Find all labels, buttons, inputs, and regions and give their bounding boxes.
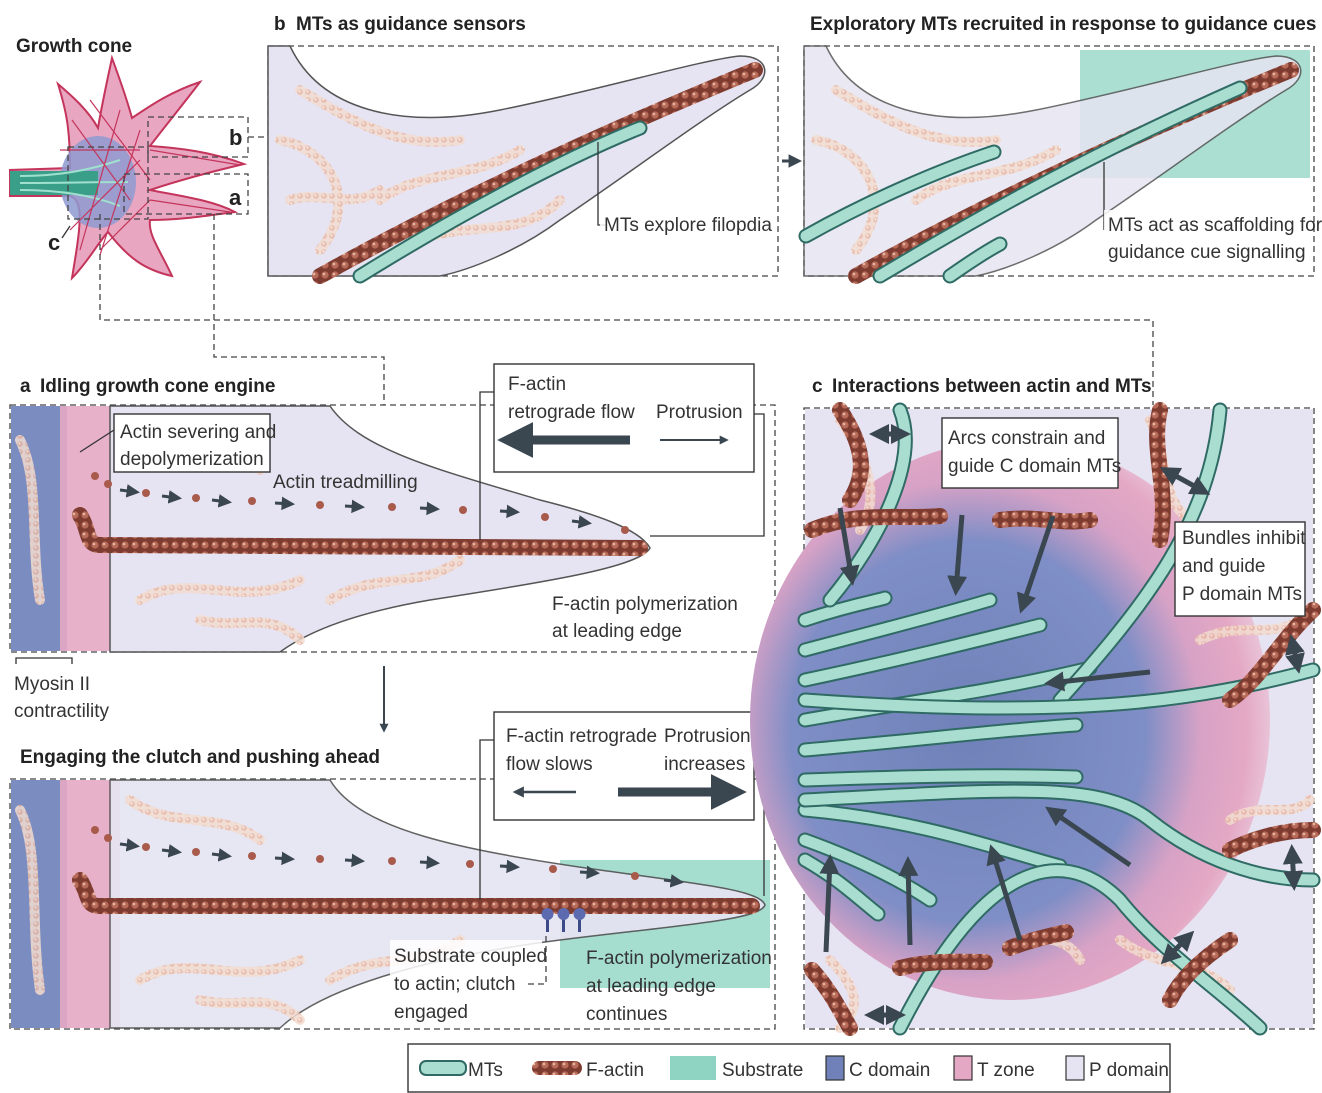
label-substrate-line2: to actin; clutch — [394, 974, 515, 995]
label-actin-treadmilling: Actin treadmilling — [273, 472, 418, 493]
label-substrate-line3: engaged — [394, 1002, 468, 1023]
panel-c-title: Interactions between actin and MTs — [832, 376, 1152, 397]
marker-b: b — [229, 125, 242, 150]
label-myosin-line1: Myosin II — [14, 674, 90, 695]
legend-item-substrate: Substrate — [670, 1056, 803, 1081]
c-domain-swatch — [826, 1056, 844, 1080]
overview-title: Growth cone — [16, 36, 132, 57]
panel-b-letter: b — [274, 14, 286, 35]
panel-b2: Exploratory MTs recruited in response to… — [804, 14, 1322, 276]
label-bundles-line1: Bundles inhibit — [1182, 528, 1306, 549]
legend-label-mts: MTs — [468, 1060, 503, 1081]
legend-label-substrate: Substrate — [722, 1060, 803, 1081]
substrate-swatch — [670, 1056, 716, 1080]
label-polymerization-line1: F-actin polymerization — [552, 594, 738, 615]
p-domain-swatch — [1066, 1056, 1084, 1080]
panel-a2-title: Engaging the clutch and pushing ahead — [20, 747, 380, 768]
label-severing-line1: Actin severing and — [120, 422, 276, 443]
label-arcs-line2: guide C domain MTs — [948, 456, 1121, 477]
label-substrate-line1: Substrate coupled — [394, 946, 547, 967]
label-continues-line3: continues — [586, 1004, 667, 1025]
f-actin-swatch — [532, 1061, 582, 1075]
box-a-protrusion: Protrusion — [656, 402, 743, 423]
legend-item-p-domain: P domain — [1066, 1056, 1169, 1081]
legend-label-f-actin: F-actin — [586, 1060, 644, 1081]
label-bundles-line3: P domain MTs — [1182, 584, 1302, 605]
panel-a: a Idling growth cone engine Actin severi… — [10, 364, 775, 722]
label-scaffold-line1: MTs act as scaffolding for — [1108, 215, 1322, 236]
label-continues-line1: F-actin polymerization — [586, 948, 772, 969]
label-arcs-line1: Arcs constrain and — [948, 428, 1105, 449]
legend-item-t-zone: T zone — [954, 1056, 1035, 1081]
panel-b2-title: Exploratory MTs recruited in response to… — [810, 14, 1316, 35]
marker-c-leader — [62, 226, 70, 238]
panel-c-letter: c — [812, 376, 823, 397]
legend-item-c-domain: C domain — [826, 1056, 930, 1081]
box-a2-protrusion-line2: increases — [664, 754, 745, 775]
legend-label-p-domain: P domain — [1089, 1060, 1169, 1081]
label-bundles-line2: and guide — [1182, 556, 1265, 577]
legend: MTs F-actin Substrate C domain T zone P … — [408, 1044, 1170, 1092]
panel-b: b MTs as guidance sensors MTs explore fi… — [268, 14, 778, 276]
clutch-molecules — [542, 908, 586, 932]
panel-a-title: Idling growth cone engine — [40, 376, 275, 397]
label-severing-line2: depolymerization — [120, 449, 264, 470]
box-a-flow-line1: F-actin — [508, 374, 566, 395]
panel-a2: Engaging the clutch and pushing ahead — [10, 712, 775, 1029]
box-a2-protrusion-line1: Protrusion — [664, 726, 751, 747]
box-a-flow-line2: retrograde flow — [508, 402, 635, 423]
marker-c: c — [48, 230, 60, 255]
panel-c: c Interactions between actin and MTs — [750, 376, 1314, 1029]
myosin-bracket — [16, 658, 72, 664]
microtubule-swatch — [420, 1061, 466, 1075]
label-mts-explore: MTs explore filopdia — [604, 215, 772, 236]
t-zone-swatch — [954, 1056, 972, 1080]
label-scaffold-line2: guidance cue signalling — [1108, 242, 1306, 263]
marker-a: a — [229, 185, 242, 210]
box-a2-flow-line1: F-actin retrograde — [506, 726, 657, 747]
panel-b-title: MTs as guidance sensors — [296, 14, 526, 35]
growth-cone-illustration — [10, 58, 244, 278]
label-polymerization-line2: at leading edge — [552, 621, 682, 642]
legend-label-c-domain: C domain — [849, 1060, 930, 1081]
label-myosin-line2: contractility — [14, 701, 110, 722]
legend-label-t-zone: T zone — [977, 1060, 1035, 1081]
label-continues-line2: at leading edge — [586, 976, 716, 997]
filopodium-shape-b — [268, 46, 765, 276]
box-a2-flow-line2: flow slows — [506, 754, 593, 775]
panel-a-letter: a — [20, 376, 31, 397]
